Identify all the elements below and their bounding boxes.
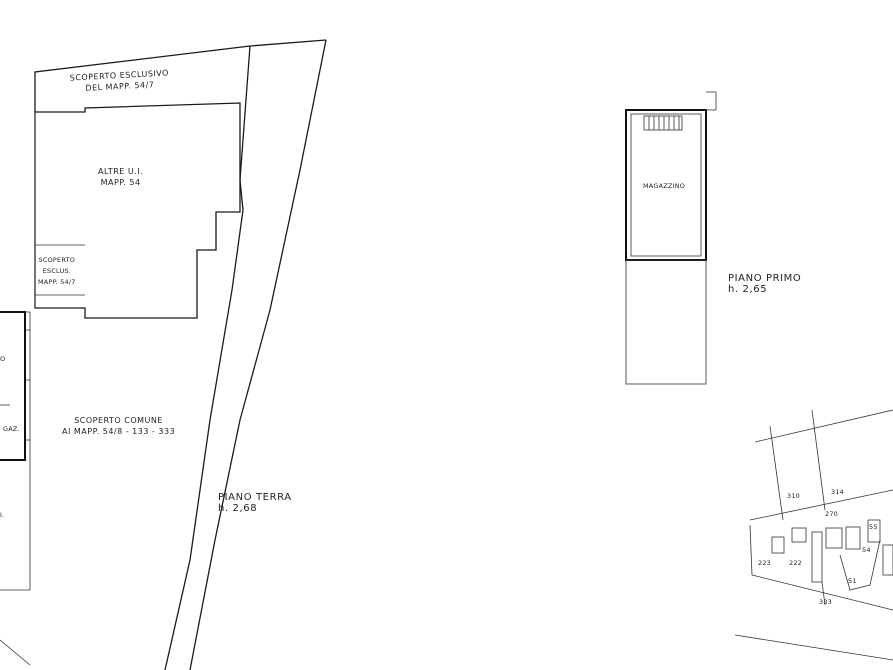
parcel-number: 51 — [848, 577, 857, 585]
parcel-number: 54 — [862, 546, 871, 554]
cadastral-map-outline — [734, 409, 893, 661]
other-units-label: Altre u.i. mapp. 54 — [98, 166, 143, 188]
parcel-number: 333 — [819, 598, 833, 606]
parcel-number: 55 — [869, 523, 878, 531]
left-fragment-2: gaz. — [3, 425, 20, 433]
other-units-line2: mapp. 54 — [100, 178, 141, 187]
common-area-label: Scoperto comune ai mapp. 54/8 - 133 - 33… — [62, 415, 175, 437]
other-units-line1: Altre u.i. — [98, 167, 144, 176]
parcel-number: 222 — [789, 559, 803, 567]
first-floor-height: h. 2,65 — [728, 284, 768, 295]
left-fragment-3: I. — [0, 511, 5, 519]
ground-floor-height: h. 2,68 — [218, 503, 258, 514]
common-area-line1: Scoperto comune — [74, 416, 163, 425]
parcel-number: 270 — [825, 510, 839, 518]
small-area-line1: Scoperto — [38, 256, 76, 264]
common-area-line2: ai mapp. 54/8 - 133 - 333 — [62, 427, 176, 436]
storage-room-label: Magazzino — [643, 182, 686, 190]
first-floor-title: Piano primo h. 2,65 — [728, 273, 801, 295]
left-fragment-1: o — [0, 355, 6, 363]
small-area-line3: mapp. 54/7 — [38, 278, 76, 286]
parcel-number: 310 — [787, 492, 801, 500]
parcel-number: 223 — [758, 559, 772, 567]
first-floor-outline — [625, 91, 717, 385]
parcel-number: 314 — [831, 488, 845, 496]
small-exclusive-area-label: Scoperto esclus. mapp. 54/7 — [38, 255, 76, 288]
ground-floor-outline — [0, 39, 327, 670]
small-area-line2: esclus. — [42, 267, 72, 275]
ground-floor-label: Piano terra — [218, 492, 292, 503]
ground-floor-title: Piano terra h. 2,68 — [218, 492, 292, 514]
first-floor-label: Piano primo — [728, 273, 802, 284]
